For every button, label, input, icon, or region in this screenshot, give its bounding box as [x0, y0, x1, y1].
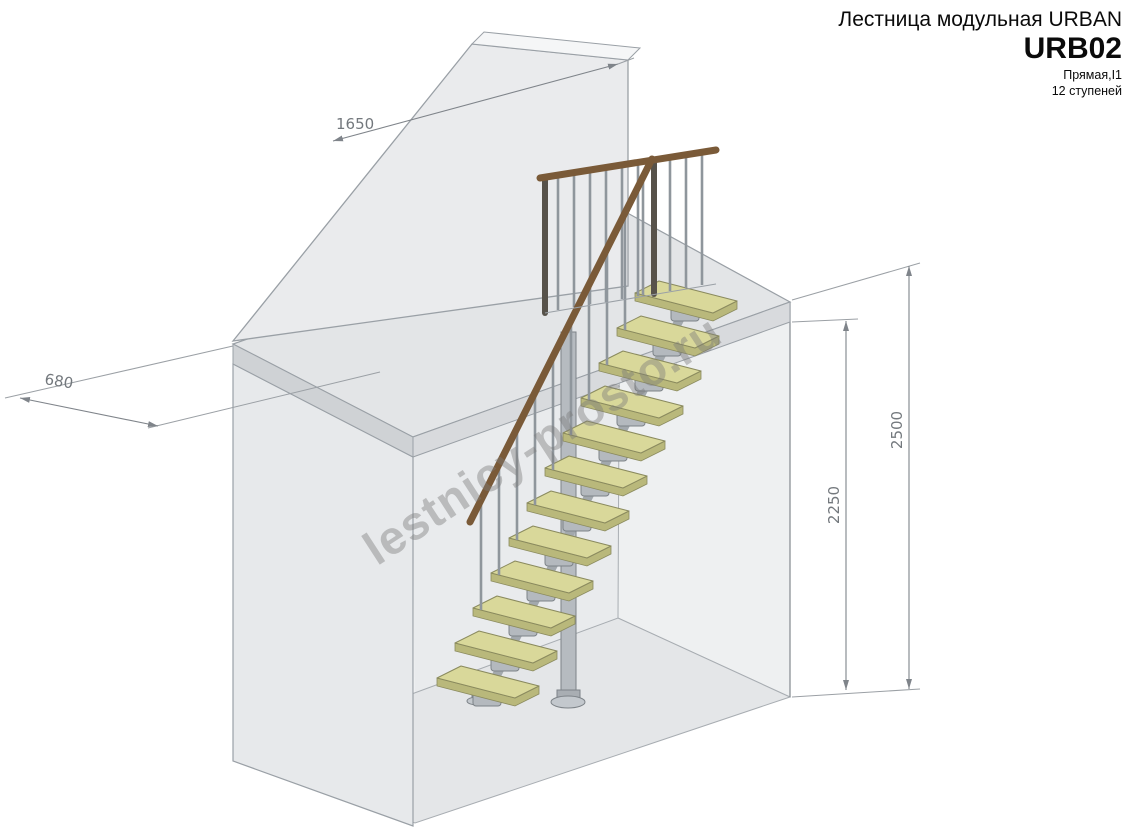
stair-tread: [436, 665, 540, 699]
title-block: Лестница модульная URBAN URB02 Прямая,I1…: [838, 8, 1122, 100]
stair-tread: [616, 315, 720, 349]
stair-tread: [508, 525, 612, 559]
stair-tread: [580, 385, 684, 419]
stair-tread: [490, 560, 594, 594]
handrails: [466, 146, 720, 526]
type-label: Прямая,I1: [1063, 67, 1122, 82]
landing-handrail: [536, 146, 720, 182]
product-title: Лестница модульная URBAN: [838, 8, 1122, 31]
dim-label-680: 680: [43, 370, 74, 392]
dimension-lines: [19, 63, 912, 690]
dim-line-1650: [332, 63, 619, 142]
column-base-plate: [550, 695, 586, 709]
stair-tread: [598, 350, 702, 384]
dim-label-2500: 2500: [888, 411, 906, 449]
stair-tread: [454, 630, 558, 664]
extension-lines: [4, 57, 921, 698]
attic-wall-top: [470, 31, 642, 61]
stair-tread: [526, 490, 630, 524]
stair-tread: [544, 455, 648, 489]
stair-tread: [562, 420, 666, 454]
stair-handrail: [466, 155, 656, 526]
landing-edge-line: [544, 283, 717, 314]
railing: [466, 146, 720, 610]
steps-label: 12 ступеней: [1051, 84, 1122, 99]
dim-line-680: [19, 397, 159, 427]
model-code: URB02: [1023, 32, 1122, 65]
dim-label-1650: 1650: [336, 115, 374, 133]
newel-posts: [542, 159, 657, 316]
stair-treads: [436, 280, 738, 699]
dim-label-2250: 2250: [825, 486, 843, 524]
stair-tread: [472, 595, 576, 629]
